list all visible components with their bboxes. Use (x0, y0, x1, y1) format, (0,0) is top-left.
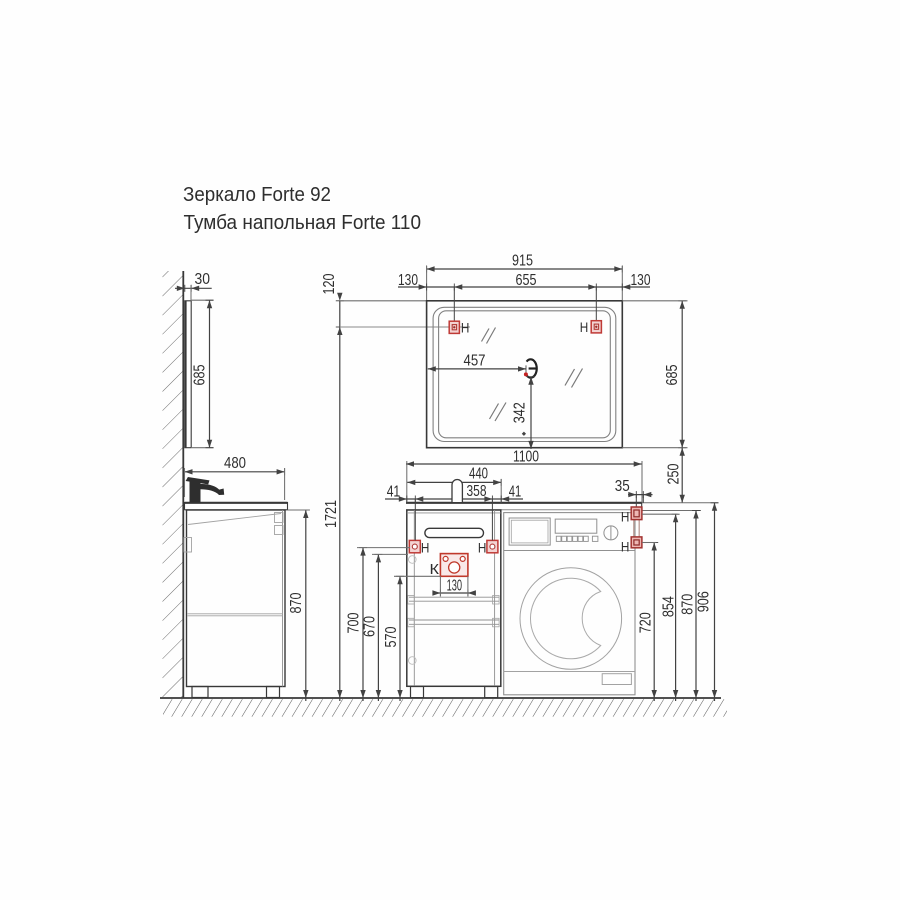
svg-text:854: 854 (660, 596, 677, 617)
svg-text:250: 250 (666, 463, 683, 484)
svg-text:480: 480 (224, 455, 246, 472)
svg-text:30: 30 (195, 271, 211, 288)
svg-text:1721: 1721 (323, 500, 340, 528)
svg-text:700: 700 (345, 612, 362, 633)
svg-text:H: H (621, 509, 630, 524)
svg-text:670: 670 (361, 616, 378, 637)
svg-text:Тумба напольная Forte 110: Тумба напольная Forte 110 (184, 211, 422, 234)
svg-text:457: 457 (464, 353, 486, 370)
svg-text:Зеркало Forte 92: Зеркало Forte 92 (183, 183, 331, 206)
svg-text:342: 342 (512, 402, 529, 423)
svg-text:H: H (580, 320, 589, 335)
svg-text:720: 720 (638, 612, 655, 633)
svg-text:130: 130 (447, 578, 463, 595)
svg-text:906: 906 (696, 591, 713, 612)
svg-text:H: H (461, 321, 470, 336)
svg-text:915: 915 (512, 253, 533, 270)
svg-text:870: 870 (680, 593, 697, 614)
svg-text:358: 358 (467, 483, 487, 500)
svg-text:H: H (421, 541, 430, 556)
svg-text:35: 35 (615, 478, 630, 495)
svg-text:870: 870 (288, 592, 305, 613)
svg-text:130: 130 (398, 272, 418, 289)
svg-text:1100: 1100 (513, 449, 539, 466)
svg-text:H: H (478, 541, 487, 556)
svg-text:685: 685 (192, 365, 209, 386)
svg-text:130: 130 (631, 272, 651, 289)
svg-text:570: 570 (383, 626, 400, 647)
svg-text:H: H (621, 539, 630, 554)
svg-text:К: К (430, 561, 440, 578)
svg-text:440: 440 (469, 466, 488, 483)
svg-text:685: 685 (664, 365, 681, 386)
svg-text:41: 41 (387, 484, 401, 501)
svg-text:655: 655 (516, 272, 537, 289)
svg-text:120: 120 (321, 273, 338, 294)
svg-text:41: 41 (509, 483, 522, 500)
